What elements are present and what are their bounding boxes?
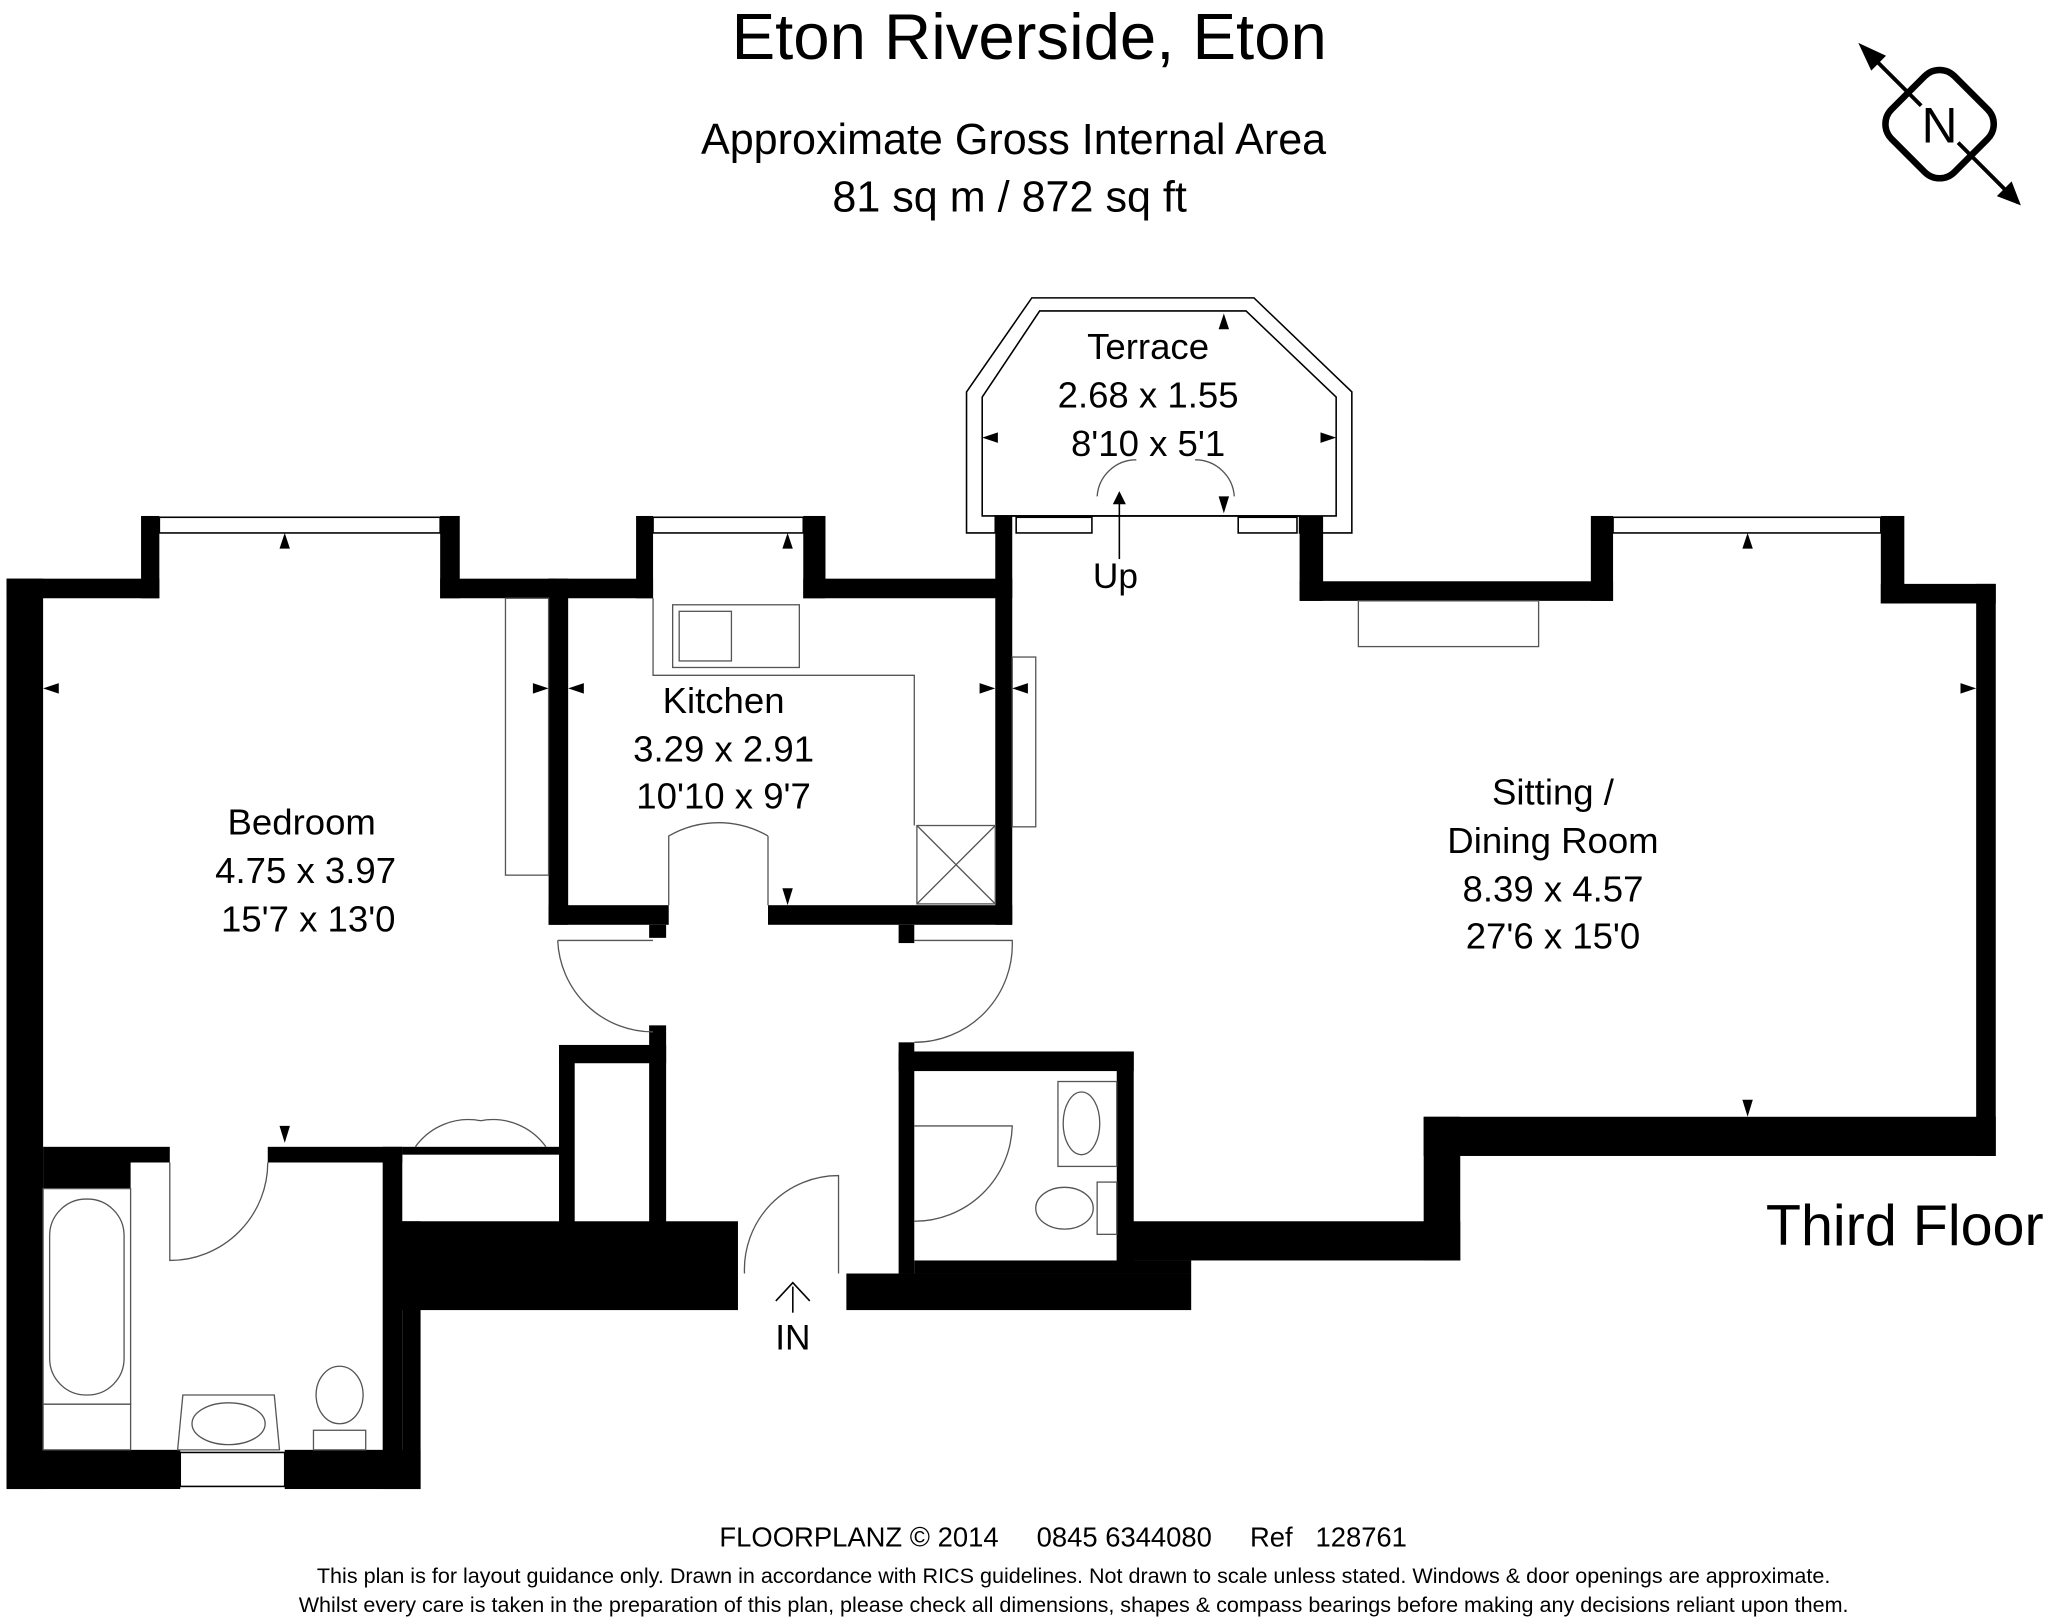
- compass-icon: N: [1858, 42, 2021, 206]
- walls: [6, 515, 1996, 1490]
- bedroom-imperial: 15'7 x 13'0: [221, 898, 396, 939]
- area-label: Approximate Gross Internal Area: [701, 116, 1326, 164]
- sitting-imperial: 27'6 x 15'0: [1466, 915, 1641, 956]
- sitting-metric: 8.39 x 4.57: [1463, 868, 1644, 909]
- room-bedroom: Bedroom 4.75 x 3.97 15'7 x 13'0: [215, 802, 396, 940]
- terrace-name: Terrace: [1087, 326, 1209, 367]
- footer-disclaimer-2: Whilst every care is taken in the prepar…: [299, 1592, 1849, 1617]
- kitchen-name: Kitchen: [663, 680, 785, 721]
- fixtures: [42, 459, 1540, 1451]
- dimension-markers: [43, 313, 1977, 1143]
- room-terrace: Terrace 2.68 x 1.55 8'10 x 5'1: [1058, 326, 1239, 464]
- entrance-marker: IN: [775, 1318, 810, 1357]
- room-kitchen: Kitchen 3.29 x 2.91 10'10 x 9'7: [633, 680, 814, 816]
- sitting-name-1: Sitting /: [1492, 772, 1615, 813]
- footer-disclaimer-1: This plan is for layout guidance only. D…: [317, 1563, 1830, 1588]
- sitting-name-2: Dining Room: [1447, 820, 1658, 861]
- terrace-imperial: 8'10 x 5'1: [1071, 423, 1225, 464]
- area-value: 81 sq m / 872 sq ft: [832, 174, 1187, 222]
- bedroom-metric: 4.75 x 3.97: [215, 850, 396, 891]
- compass-label: N: [1922, 97, 1958, 153]
- plan-title: Eton Riverside, Eton: [732, 0, 1327, 73]
- kitchen-metric: 3.29 x 2.91: [633, 729, 814, 770]
- footer-credit: FLOORPLANZ © 2014 0845 6344080 Ref 12876…: [719, 1522, 1407, 1553]
- room-sitting-dining: Sitting / Dining Room 8.39 x 4.57 27'6 x…: [1447, 772, 1658, 957]
- kitchen-imperial: 10'10 x 9'7: [636, 776, 811, 817]
- terrace-metric: 2.68 x 1.55: [1058, 375, 1239, 416]
- windows: [158, 516, 1882, 1488]
- bedroom-name: Bedroom: [228, 802, 376, 843]
- floor-label: Third Floor: [1766, 1194, 2044, 1258]
- up-marker: Up: [1093, 557, 1138, 596]
